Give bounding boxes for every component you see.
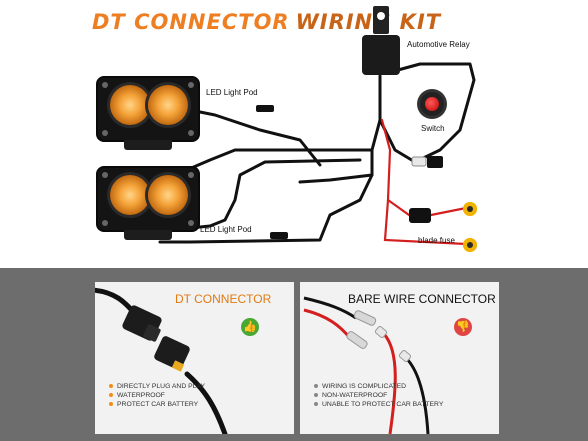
title-part-1: DT CONNECTOR	[92, 10, 290, 34]
relay-mounting-tab	[373, 6, 389, 34]
list-item: WATERPROOF	[109, 391, 205, 400]
led-light-pod-bottom	[98, 168, 198, 240]
led-light-pod-top	[98, 78, 198, 150]
list-item: UNABLE TO PROTECT CAR BATTERY	[314, 400, 443, 409]
bare-wire-panel: BARE WIRE CONNECTOR 👎 WIRING IS COMPLICA…	[300, 282, 499, 434]
list-item: NON-WATERPROOF	[314, 391, 443, 400]
pod-top-label: LED Light Pod	[206, 88, 258, 97]
bare-wire-drawbacks: WIRING IS COMPLICATED NON-WATERPROOF UNA…	[314, 382, 443, 409]
bare-wire-photo	[303, 296, 430, 434]
bare-wire-title: BARE WIRE CONNECTOR	[348, 292, 496, 306]
dt-connector-title: DT CONNECTOR	[175, 292, 272, 306]
switch-label: Switch	[421, 124, 445, 133]
list-item: DIRECTLY PLUG AND PLAY	[109, 382, 205, 391]
dt-connector-benefits: DIRECTLY PLUG AND PLAY WATERPROOF PROTEC…	[109, 382, 205, 409]
pod-bottom-label: LED Light Pod	[200, 225, 252, 234]
switch-icon	[420, 92, 444, 116]
relay-icon	[362, 35, 400, 75]
ring-terminal-top	[463, 202, 477, 216]
list-item: PROTECT CAR BATTERY	[109, 400, 205, 409]
relay-label: Automotive Relay	[407, 40, 470, 49]
thumbs-up-icon: 👍	[241, 318, 259, 336]
dt-connector-panel: DT CONNECTOR 👍 DIRECTLY PLUG AND PLAY WA…	[95, 282, 294, 434]
ring-terminal-bottom	[463, 238, 477, 252]
comparison-section	[0, 268, 588, 441]
wiring-harness	[158, 62, 476, 246]
blade-fuse-holder	[409, 208, 431, 223]
thumbs-down-icon: 👎	[454, 318, 472, 336]
title-part-2: WIRING KIT	[295, 10, 442, 34]
fuse-label: blade fuse	[418, 236, 455, 245]
list-item: WIRING IS COMPLICATED	[314, 382, 443, 391]
dt-connector-photo	[95, 287, 228, 434]
